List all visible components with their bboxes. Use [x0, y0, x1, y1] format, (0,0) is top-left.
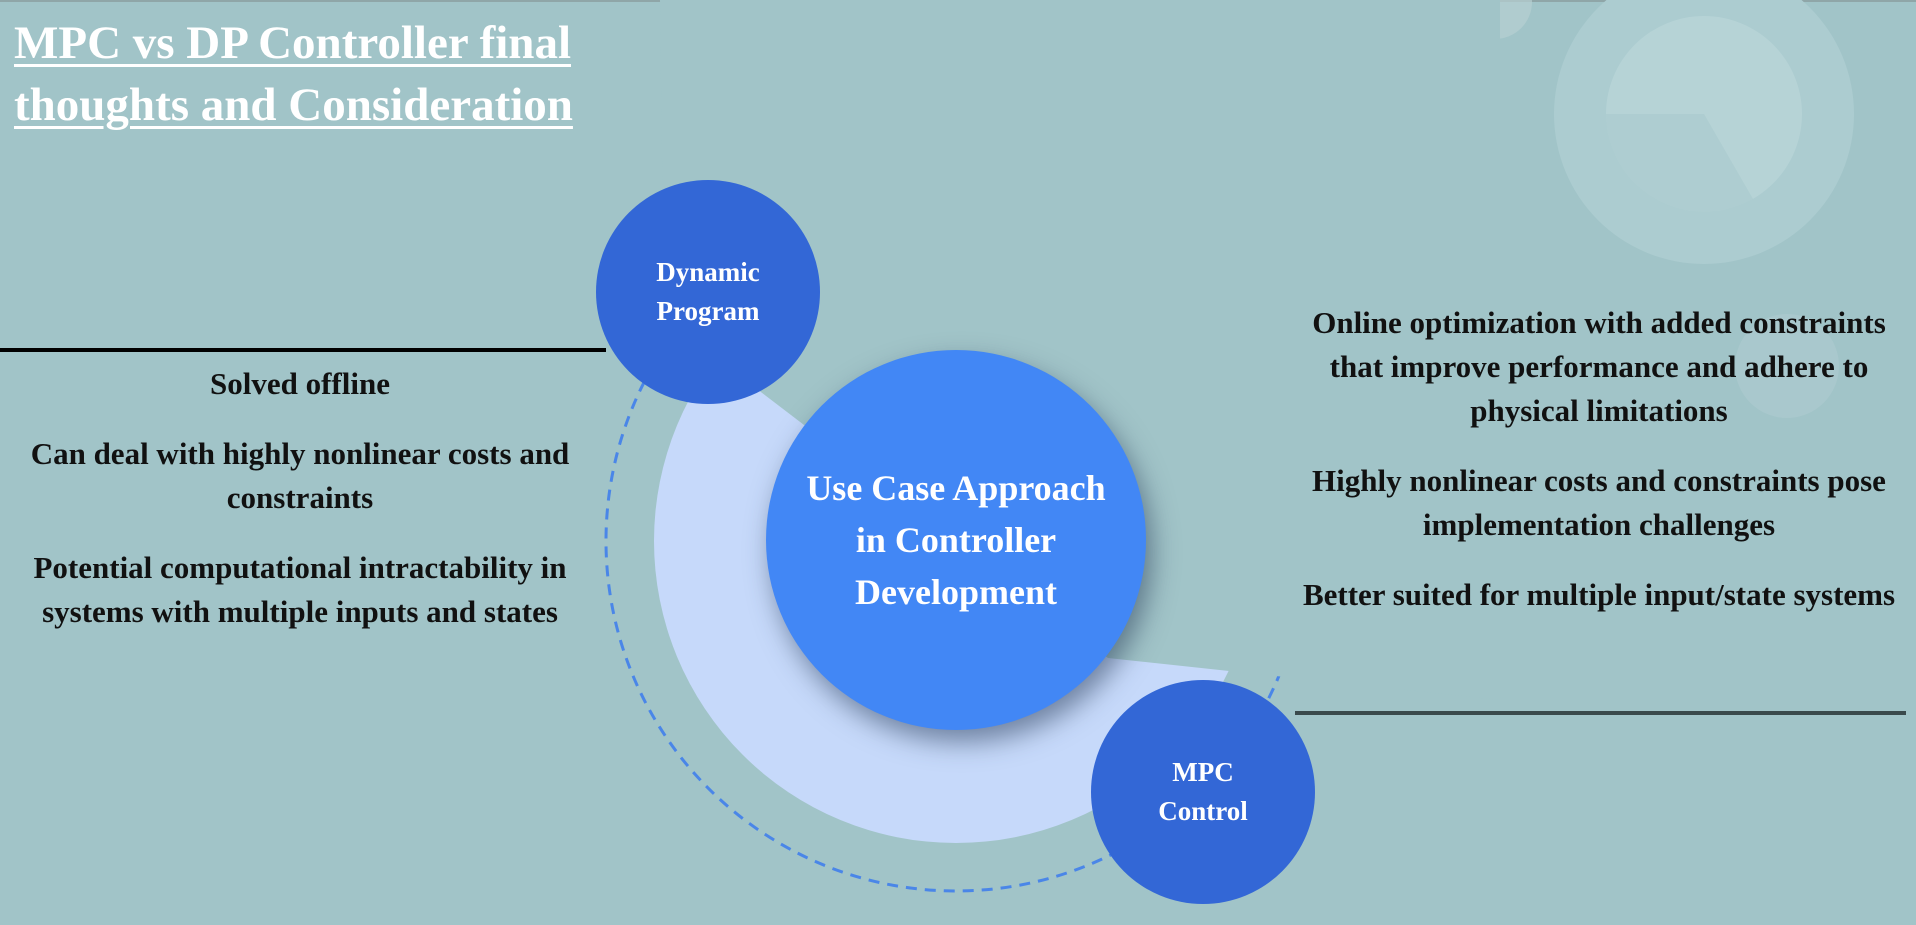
title-line-1: MPC vs DP Controller final: [14, 17, 572, 69]
dynamic-program-node: Dynamic Program: [596, 180, 820, 404]
arc-ring-gap: [660, 0, 1500, 700]
decor-wedge: [1606, 114, 1753, 213]
dp-node-line-2: Program: [656, 296, 760, 326]
center-line-3: Development: [855, 572, 1057, 612]
left-divider: [0, 348, 606, 352]
center-circle: Use Case Approach in Controller Developm…: [766, 350, 1146, 730]
mpc-control-node: MPC Control: [1091, 680, 1315, 904]
dp-considerations: Solved offline Can deal with highly nonl…: [10, 362, 590, 660]
dp-point: Potential computational intractability i…: [33, 550, 567, 629]
mpc-point: Highly nonlinear costs and constraints p…: [1312, 463, 1886, 542]
dp-point: Solved offline: [210, 366, 390, 401]
title-line-2: thoughts and Consideration: [14, 79, 573, 131]
page-title: MPC vs DP Controller final thoughts and …: [14, 12, 714, 136]
mpc-considerations: Online optimization with added constrain…: [1292, 301, 1906, 643]
mpc-node-line-2: Control: [1158, 796, 1248, 826]
center-line-1: Use Case Approach: [806, 468, 1106, 508]
dp-point: Can deal with highly nonlinear costs and…: [30, 436, 570, 515]
center-line-2: in Controller: [855, 520, 1057, 560]
right-divider: [1295, 711, 1906, 715]
dp-node-line-1: Dynamic: [656, 257, 760, 287]
mpc-node-line-1: MPC: [1172, 757, 1234, 787]
mpc-point: Online optimization with added constrain…: [1312, 305, 1886, 428]
decor-circle-right: [1735, 314, 1839, 418]
mpc-point: Better suited for multiple input/state s…: [1302, 577, 1896, 612]
